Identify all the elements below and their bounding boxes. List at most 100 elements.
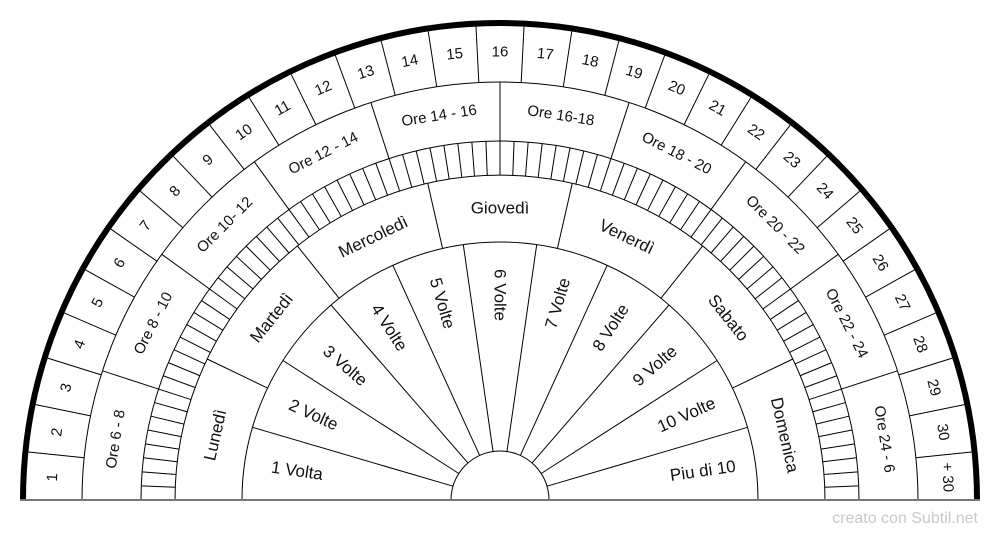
tick-mark (700, 217, 723, 246)
count-sector-label: 5 (88, 295, 107, 310)
count-sector-label: 3 (57, 382, 76, 394)
tick-mark (349, 173, 365, 206)
times-sector-divider (282, 360, 460, 474)
count-sector-label: 18 (580, 51, 600, 71)
tick-mark (158, 388, 192, 401)
tick-mark (154, 402, 188, 413)
hours-sector-label: Ore 18 - 20 (639, 129, 714, 179)
tick-mark (311, 193, 331, 224)
times-sector-label: 10 Volte (655, 393, 719, 436)
hours-sector-label: Ore 12 - 14 (286, 129, 361, 179)
tick-mark (818, 429, 853, 438)
count-sector-label: 27 (891, 291, 914, 313)
tick-mark (415, 150, 425, 185)
count-sector-label: 2 (48, 427, 66, 438)
hours-sector-divider (710, 161, 747, 210)
tick-mark (783, 324, 814, 342)
day-sector-label: Venerdì (596, 216, 657, 259)
count-sector-label: 4 (70, 338, 89, 352)
day-sector-label: Domenica (767, 396, 803, 475)
count-sector-divider (140, 190, 184, 229)
tick-mark (720, 236, 745, 262)
times-sector-divider (531, 304, 670, 464)
day-sector-divider (660, 245, 704, 299)
tick-mark (201, 300, 231, 320)
count-sector-label: 20 (666, 77, 688, 99)
tick-mark (375, 163, 388, 196)
count-sector-divider (604, 41, 620, 96)
count-sector-label: + 30 (938, 462, 956, 492)
count-sector-divider (883, 312, 936, 336)
tick-mark (823, 471, 858, 475)
tick-mark (550, 145, 557, 180)
tick-mark (776, 311, 807, 331)
day-sector-label: Giovedì (471, 199, 530, 218)
tick-mark (255, 236, 280, 262)
tick-mark (402, 154, 413, 188)
count-sector-label: 10 (232, 121, 255, 144)
tick-mark (362, 168, 377, 200)
tick-mark (729, 245, 755, 271)
count-sector-label: 28 (909, 334, 931, 356)
times-sector-label: 2 Volte (286, 395, 341, 434)
count-sector-divider (683, 74, 710, 125)
count-sector-label: 26 (869, 251, 892, 274)
tick-mark (746, 266, 774, 290)
count-sector-label: 17 (536, 45, 554, 64)
tick-mark (471, 142, 475, 177)
count-sector-divider (110, 228, 158, 262)
tick-mark (537, 143, 543, 178)
tick-mark (680, 201, 700, 231)
day-sector-label: Sabato (704, 291, 752, 345)
tick-mark (754, 277, 783, 300)
tick-mark (236, 255, 262, 280)
hours-sector-label: Ore 22 - 24 (822, 286, 872, 361)
times-sector-divider (506, 244, 538, 452)
tick-mark (808, 388, 842, 401)
hours-sector-divider (161, 253, 210, 290)
count-sector-label: 14 (400, 51, 420, 71)
tick-mark (141, 485, 176, 488)
tick-mark (145, 443, 180, 450)
count-sector-divider (898, 357, 953, 376)
tick-mark (186, 324, 217, 342)
tick-mark (163, 375, 196, 388)
tick-mark (143, 457, 178, 463)
watermark: creato con Subtil.net (832, 510, 978, 527)
count-sector-label: 6 (110, 255, 129, 271)
count-sector-divider (47, 357, 102, 376)
times-sector-label: 7 Volte (541, 276, 574, 331)
count-sector-divider (865, 269, 915, 298)
tick-mark (738, 255, 764, 280)
times-sector-label: 1 Volta (270, 458, 325, 484)
count-sector-divider (755, 124, 791, 170)
outer-rim (20, 20, 980, 501)
count-sector-label: 22 (744, 121, 767, 144)
times-sector-divider (462, 244, 494, 452)
hours-sector-divider (610, 102, 630, 159)
hours-sector-label: Ore 24 - 6 (871, 404, 898, 473)
count-sector-label: 7 (136, 217, 155, 234)
times-sector-divider (519, 265, 608, 456)
count-sector-label: 25 (842, 214, 866, 238)
count-sector-divider (173, 156, 213, 198)
count-sector-divider (915, 451, 972, 459)
count-sector-divider (909, 404, 965, 417)
times-sector-label: Piu di 10 (669, 457, 737, 485)
count-sector-label: 11 (272, 97, 294, 119)
tick-mark (512, 141, 515, 176)
hours-sector-divider (790, 253, 839, 290)
tick-mark (457, 143, 463, 178)
count-sector-divider (427, 31, 438, 87)
count-sector-label: 24 (813, 179, 837, 203)
times-sector-label: 4 Volte (367, 301, 411, 355)
tick-mark (443, 145, 450, 180)
day-sector-divider (206, 358, 268, 389)
tick-mark (245, 245, 271, 271)
tick-mark (804, 375, 837, 388)
tick-mark (562, 147, 571, 182)
hours-sector-label: Ore 6 - 8 (103, 409, 129, 470)
times-sector-divider (252, 426, 454, 487)
tick-mark (822, 457, 857, 463)
day-sector-divider (732, 358, 794, 389)
